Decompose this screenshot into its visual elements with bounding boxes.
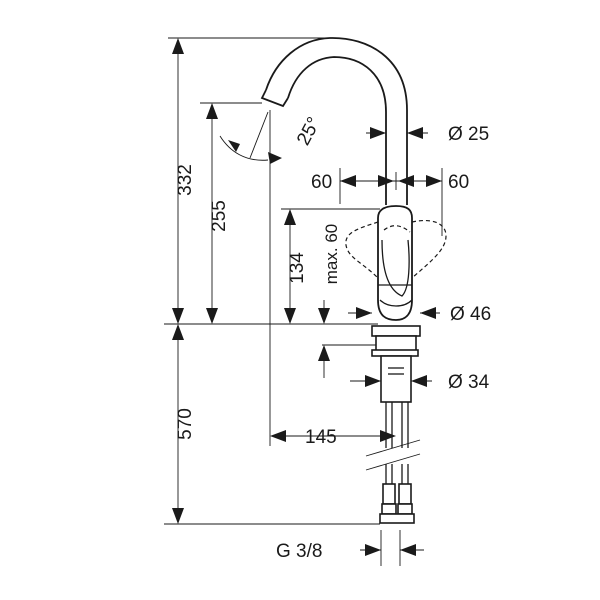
spout-inner <box>287 56 387 205</box>
label-dia-25: Ø 25 <box>448 124 489 145</box>
dimension-lines <box>172 38 442 556</box>
label-max60: max. 60 <box>322 224 341 284</box>
shank <box>380 355 412 403</box>
label-332: 332 <box>175 164 196 196</box>
label-thread: G 3/8 <box>276 541 322 562</box>
break-line-lower <box>365 453 421 471</box>
label-dia-34: Ø 34 <box>448 372 490 393</box>
label-60-right: 60 <box>448 172 469 193</box>
label-570: 570 <box>175 408 196 440</box>
spout-tip <box>260 89 289 108</box>
connector-left <box>382 483 396 505</box>
label-134: 134 <box>287 252 308 284</box>
label-angle: 25° <box>293 114 325 149</box>
label-145: 145 <box>305 427 337 448</box>
connector-left-nut <box>381 503 397 515</box>
lever-swing-left <box>345 221 379 279</box>
connector-right <box>398 483 412 505</box>
lever-highlight <box>381 239 410 297</box>
faucet-outline <box>260 37 447 524</box>
spout-outer <box>265 37 408 205</box>
dimension-labels: 332 255 134 max. 60 570 25° Ø 25 60 60 Ø… <box>175 114 491 562</box>
lever-swing-top <box>383 225 411 233</box>
label-60-left: 60 <box>311 172 332 193</box>
base-rosette <box>371 325 421 337</box>
lever-slot-2 <box>379 299 413 307</box>
extension-lines <box>164 37 443 566</box>
base-ring <box>371 349 419 357</box>
label-dia-46: Ø 46 <box>450 304 491 325</box>
break-line-upper <box>365 439 421 457</box>
label-255: 255 <box>209 200 230 232</box>
lever-swing-right <box>411 219 447 279</box>
fitting-base <box>379 513 415 524</box>
connector-right-nut <box>397 503 413 515</box>
